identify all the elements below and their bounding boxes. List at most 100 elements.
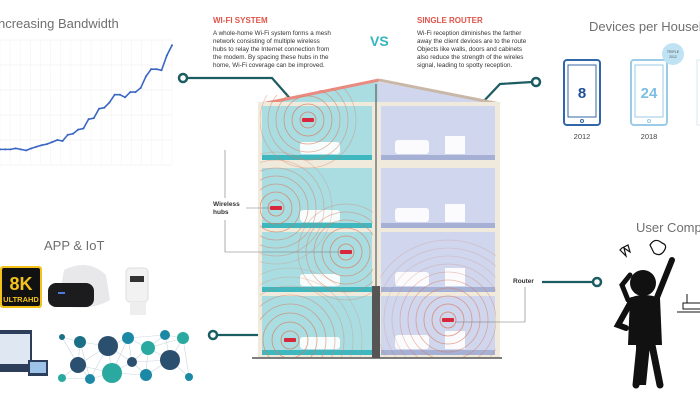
device-count: 8: [578, 85, 586, 102]
data-point: [118, 93, 121, 96]
screens-image: [0, 330, 48, 376]
connector-dot: [591, 276, 603, 288]
data-point: [171, 44, 173, 47]
data-point: [71, 132, 74, 135]
data-point: [113, 93, 116, 96]
iot-node-icon: [127, 357, 137, 367]
data-point: [77, 128, 80, 131]
data-point: [66, 133, 69, 136]
wireless-hub-device: [270, 206, 282, 210]
router-device: [442, 318, 454, 322]
single-router-text: SINGLE ROUTER Wi-Fi reception diminishes…: [417, 16, 527, 69]
data-point: [139, 86, 142, 89]
data-point: [160, 69, 163, 72]
iot-node-icon: [58, 374, 66, 382]
data-point: [150, 68, 153, 71]
iot-node-icon: [160, 330, 170, 340]
data-point: [40, 144, 43, 147]
wifi-system-text: WI-FI SYSTEM A whole-home Wi-Fi system f…: [213, 16, 331, 69]
data-point: [155, 68, 158, 71]
vr-headset-image: [48, 265, 110, 308]
data-point: [45, 143, 48, 146]
text-line: away the client devices are to the route: [417, 38, 527, 45]
text-line: A whole-home Wi-Fi system forms a mesh: [213, 30, 331, 37]
device-phone-partial: [696, 59, 700, 126]
data-point: [51, 141, 54, 144]
device-phone-2018: 24 2018 TRIPLE 2012: [630, 43, 684, 141]
iot-node-icon: [59, 334, 65, 340]
triple-badge: [662, 43, 684, 65]
text-line: hubs to relay the Internet connection fr…: [213, 46, 329, 53]
wireless-hubs-label: hubs: [213, 209, 229, 216]
ultrahd-text: ULTRAHD: [3, 295, 39, 304]
wireless-hubs-label: Wireless: [213, 201, 240, 208]
text-line: signal, leading to spotty reception.: [417, 62, 512, 69]
text-line: Wi-Fi reception diminishes the farther: [417, 30, 521, 37]
iot-node-icon: [140, 369, 152, 381]
connector-dot: [207, 329, 219, 341]
router-icon: [677, 294, 700, 313]
chart-grid: [0, 39, 173, 166]
data-point: [35, 145, 38, 148]
data-point: [82, 127, 85, 130]
devices-title: Devices per Househ: [589, 19, 700, 34]
text-line: the modem. By spacing these hubs in the: [213, 54, 329, 61]
iot-node-icon: [98, 336, 118, 356]
user-complaint-title: User Comp: [636, 220, 700, 235]
data-point: [61, 140, 64, 143]
device-year: 2018: [641, 132, 658, 141]
wireless-hub-device: [284, 338, 296, 342]
iot-node-icon: [185, 373, 193, 381]
text-line: Objects like walls, doors and cabinets: [417, 46, 522, 53]
frustrated-user-icon: [613, 239, 675, 389]
text-line: also reduce the strength of the wireles: [417, 54, 523, 61]
data-point: [144, 75, 147, 78]
data-point: [56, 139, 59, 141]
iot-node-icon: [141, 341, 155, 355]
8k-ultrahd-logo: 8K ULTRAHD: [0, 266, 42, 308]
wireless-hub-device: [340, 250, 352, 254]
device-count: 24: [641, 85, 658, 102]
iot-node-icon: [85, 374, 95, 384]
data-point: [108, 101, 111, 104]
data-point: [165, 54, 168, 57]
data-point: [19, 148, 22, 151]
data-point: [129, 91, 132, 94]
data-point: [14, 147, 17, 150]
iot-network-image: [58, 330, 193, 384]
data-point: [9, 148, 12, 151]
app-iot-title: APP & IoT: [44, 238, 105, 253]
data-point: [103, 106, 106, 109]
connector-dot: [530, 76, 542, 88]
data-point: [98, 107, 101, 110]
badge-text: TRIPLE: [667, 50, 680, 54]
connector-dot: [177, 72, 189, 84]
text-line: network consisting of multiple wireless: [213, 38, 320, 45]
vs-label: VS: [370, 33, 389, 49]
bandwidth-chart: ncreasing Bandwidth: [0, 16, 173, 166]
data-point: [134, 91, 137, 94]
data-point: [4, 148, 7, 151]
bandwidth-title: ncreasing Bandwidth: [0, 16, 119, 31]
router-label: Router: [513, 278, 534, 285]
iot-node-icon: [74, 336, 86, 348]
house-illustration: [252, 78, 502, 359]
iot-node-icon: [122, 332, 134, 344]
device-year: 2012: [574, 132, 591, 141]
text-line: home, Wi-Fi coverage can be improved.: [213, 62, 325, 69]
8k-text: 8K: [9, 274, 32, 294]
bandwidth-series-line: [0, 44, 173, 152]
data-point: [0, 148, 1, 151]
single-router-heading: SINGLE ROUTER: [417, 16, 483, 25]
callout-lines: [224, 150, 526, 323]
wireless-hub-device: [302, 118, 314, 122]
data-point: [92, 117, 95, 120]
iot-node-icon: [70, 357, 86, 373]
device-phone-2012: 8 2012: [563, 59, 601, 141]
router-signal: [380, 239, 496, 357]
wifi-system-heading: WI-FI SYSTEM: [213, 16, 268, 25]
ip-camera-image: [125, 267, 149, 315]
data-point: [87, 118, 90, 121]
data-point: [124, 96, 127, 99]
